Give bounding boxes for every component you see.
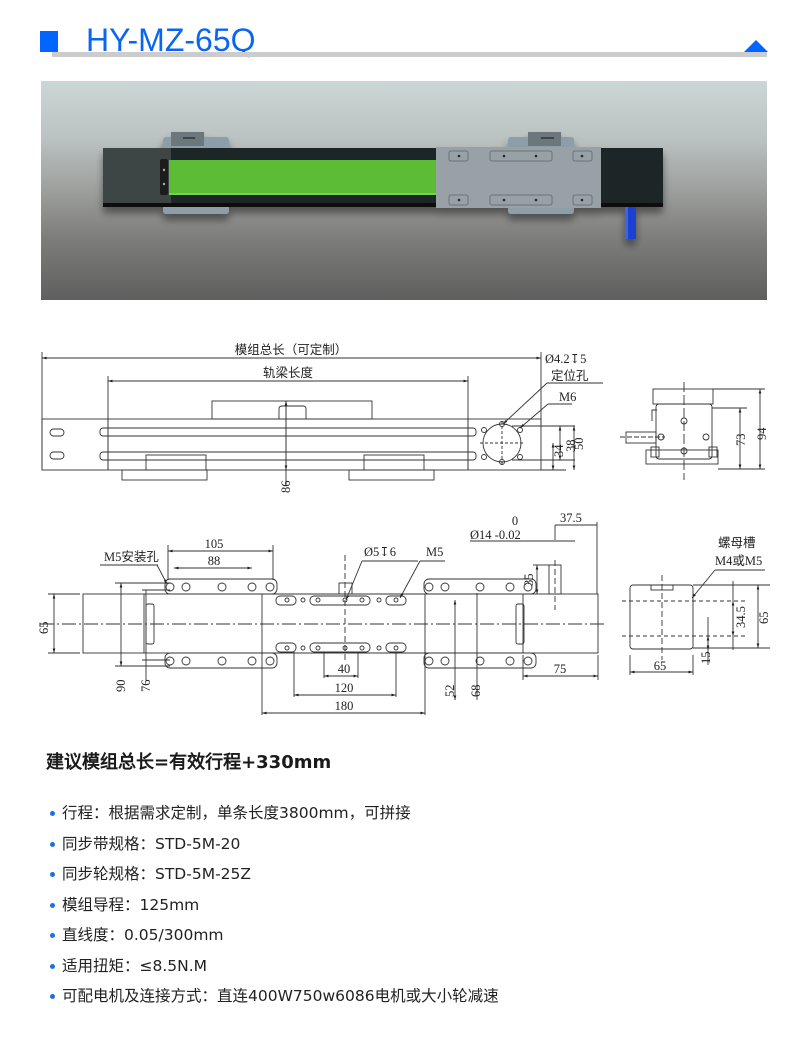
locating-hole-label: 定位孔 bbox=[551, 368, 589, 383]
bullet-icon bbox=[50, 994, 55, 999]
svg-text:76: 76 bbox=[139, 680, 153, 693]
svg-text:40: 40 bbox=[338, 662, 351, 676]
spec-item: 同步带规格：STD-5M-20 bbox=[46, 829, 766, 860]
svg-text:35: 35 bbox=[522, 574, 536, 587]
svg-text:52: 52 bbox=[443, 685, 457, 698]
bullet-icon bbox=[50, 902, 55, 908]
svg-text:34: 34 bbox=[552, 444, 566, 457]
svg-text:37.5: 37.5 bbox=[560, 511, 582, 525]
m5-mount-hole-label: M5安装孔 bbox=[104, 549, 159, 564]
spec-list: 行程：根据需求定制，单条长度3800mm，可拼接 同步带规格：STD-5M-20… bbox=[46, 798, 766, 1012]
spec-item: 同步轮规格：STD-5M-25Z bbox=[46, 859, 766, 890]
section-header: HY-MZ-65Q bbox=[0, 0, 800, 70]
svg-text:68: 68 bbox=[469, 685, 483, 698]
nut-slot-spec: M4或M5 bbox=[715, 554, 762, 568]
spec-item: 适用扭矩：≤8.5N.M bbox=[46, 951, 766, 982]
bullet-icon bbox=[50, 811, 55, 816]
bullet-icon bbox=[50, 841, 55, 847]
bullet-icon bbox=[50, 933, 55, 938]
linear-module-render bbox=[103, 132, 663, 239]
m6-thread-label: M6 bbox=[559, 390, 576, 404]
svg-text:38: 38 bbox=[564, 440, 578, 453]
spec-headline: 建议模组总长=有效行程+330mm bbox=[46, 752, 332, 773]
dimension-drawing: 模组总长（可定制） 轨梁长度 Ø4.2↧5 定位孔 M6 86 34 38 50… bbox=[37, 342, 771, 715]
header-accent-square-icon bbox=[40, 31, 58, 52]
spec-item: 行程：根据需求定制，单条长度3800mm，可拼接 bbox=[46, 798, 766, 829]
svg-text:15: 15 bbox=[699, 652, 713, 665]
spec-item: 模组导程：125mm bbox=[46, 890, 766, 921]
roller-holes bbox=[165, 582, 533, 666]
spec-item: 直线度：0.05/300mm bbox=[46, 920, 766, 951]
total-length-label: 模组总长（可定制） bbox=[235, 342, 348, 357]
svg-text:94: 94 bbox=[755, 427, 769, 440]
svg-text:73: 73 bbox=[734, 434, 748, 447]
beam-length-label: 轨梁长度 bbox=[263, 365, 314, 380]
nut-slot-label: 螺母槽 bbox=[718, 536, 756, 550]
svg-text:90: 90 bbox=[114, 680, 128, 693]
header-divider bbox=[52, 52, 767, 57]
spec-section: 建议模组总长=有效行程+330mm 行程：根据需求定制，单条长度3800mm，可… bbox=[46, 748, 766, 1012]
svg-text:0: 0 bbox=[512, 514, 518, 528]
m5-thread-label: M5 bbox=[426, 545, 443, 559]
spec-item: 可配电机及连接方式：直连400W750w6086电机或大小轮减速 bbox=[46, 981, 766, 1012]
svg-text:88: 88 bbox=[208, 554, 221, 568]
svg-text:120: 120 bbox=[335, 681, 354, 695]
svg-text:65: 65 bbox=[37, 622, 51, 635]
svg-text:34.5: 34.5 bbox=[734, 606, 748, 628]
bullet-icon bbox=[50, 963, 55, 969]
svg-text:86: 86 bbox=[279, 481, 293, 494]
svg-text:75: 75 bbox=[554, 662, 567, 676]
bullet-icon bbox=[50, 872, 55, 877]
svg-text:65: 65 bbox=[757, 612, 771, 625]
svg-text:65: 65 bbox=[654, 659, 667, 673]
technical-drawing: 模组总长（可定制） 轨梁长度 Ø4.2↧5 定位孔 M6 86 34 38 50… bbox=[0, 320, 800, 730]
svg-text:105: 105 bbox=[205, 537, 224, 551]
svg-text:180: 180 bbox=[335, 699, 354, 713]
shaft-spec: Ø14 -0.02 bbox=[470, 528, 521, 542]
pin-hole-label: Ø5↧6 bbox=[364, 545, 396, 559]
product-photo bbox=[41, 81, 767, 300]
svg-text:50: 50 bbox=[572, 438, 586, 451]
triangle-up-icon[interactable] bbox=[744, 40, 768, 52]
locating-hole-spec: Ø4.2↧5 bbox=[545, 352, 586, 366]
